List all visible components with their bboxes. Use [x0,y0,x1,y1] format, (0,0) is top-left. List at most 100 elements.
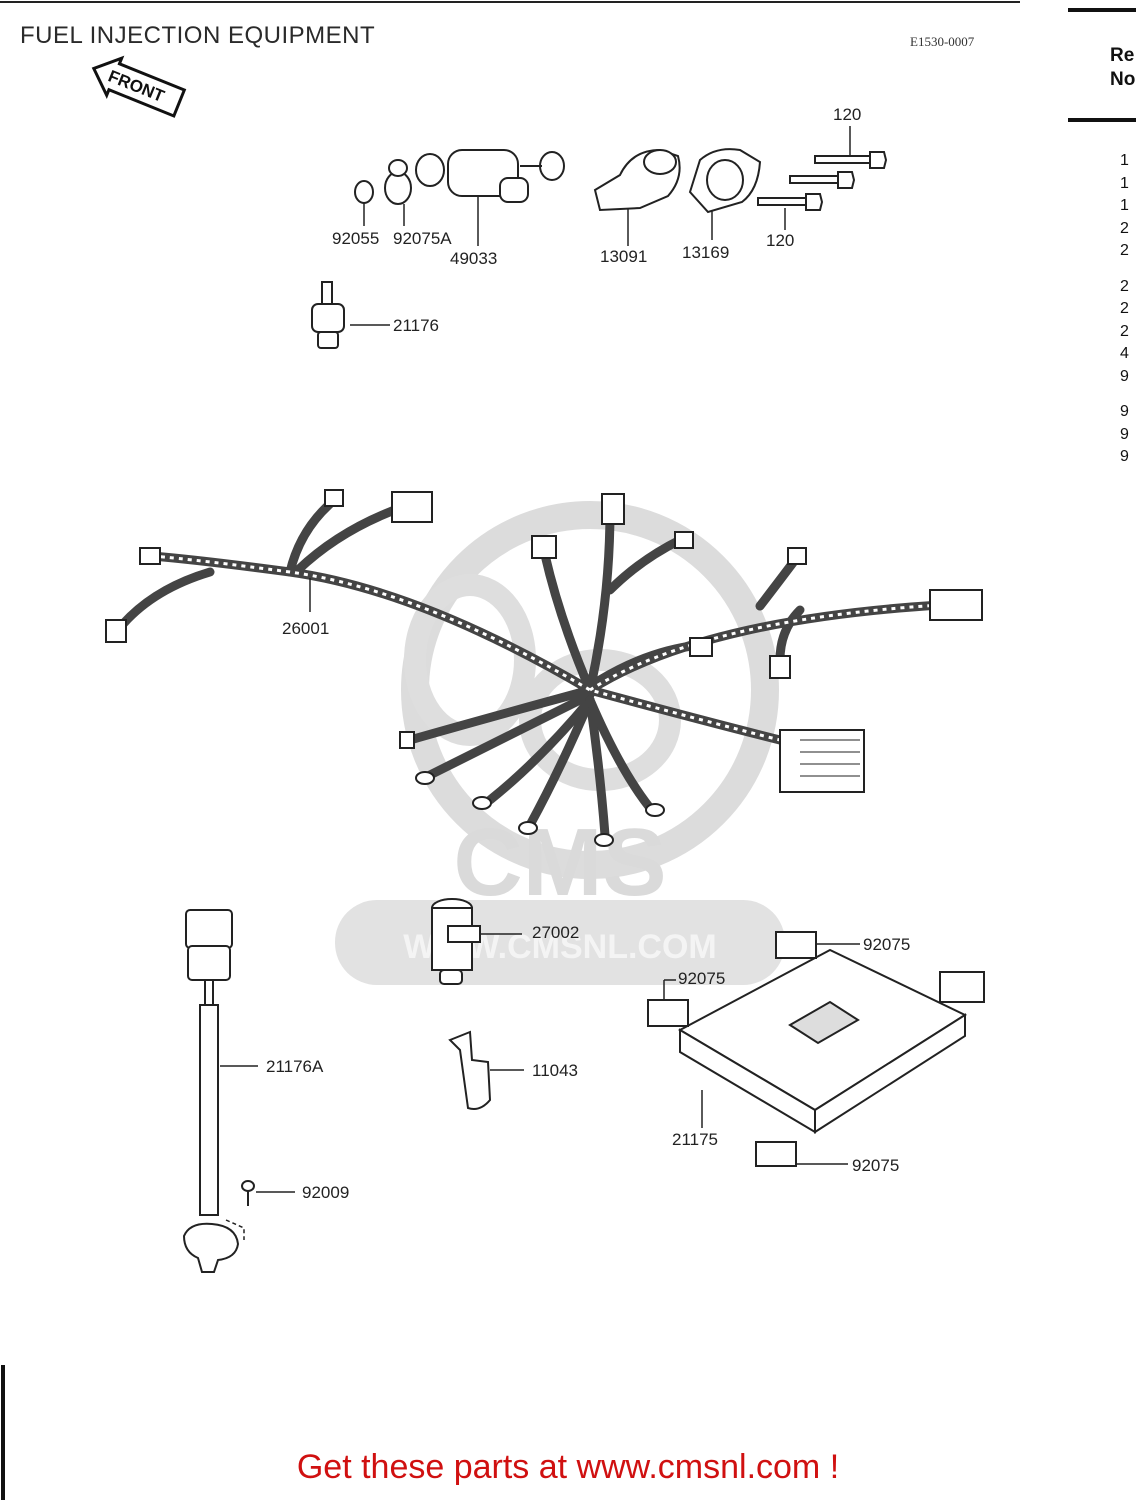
ecu-21175-label-plate [788,1000,860,1045]
label-92075A: 92075A [393,229,452,248]
ref-number: 9 [1120,448,1129,465]
ref-number: 2 [1120,300,1129,317]
harness-braid [151,554,941,742]
ecu-plug-pins [800,739,860,777]
label-92075-left: 92075 [678,969,725,988]
label-120-top: 120 [833,105,861,124]
terminal-low3 [472,796,492,810]
ref-header-line-1: Re [1110,45,1135,66]
body-49033-tip [499,177,529,203]
bolt-120-top-head [869,151,888,169]
harness-branch-low4 [525,695,595,830]
connector-right-up [787,547,807,565]
watermark-figure-head [404,574,536,746]
top-leaders [350,126,851,326]
ref-number: 2 [1120,322,1129,340]
ref-number: 1 [1120,197,1129,214]
footer-promo-link[interactable]: Get these parts at www.cmsnl.com ! [296,1448,840,1486]
ref-header-line-2: No [1110,69,1136,90]
ref-number: 2 [1120,219,1129,237]
connector-up2 [601,493,625,525]
harness-branch-low3 [485,695,595,805]
screw-92009-head [241,1180,255,1192]
front-arrow-shape [91,55,187,118]
connector-mid [689,637,713,657]
harness-branch-left [113,567,215,635]
label-21175: 21175 [672,1130,718,1149]
ref-number-column: 1 1 1 2 2 2 2 2 4 9 9 9 9 [1120,152,1129,471]
connector-up1 [531,535,557,559]
terminal-low6 [645,803,665,817]
connector-b [391,491,433,523]
cover-92075-top [775,931,817,959]
harness-branch-low1 [405,685,595,745]
harness-branch-right-drop [775,605,805,665]
bolt-120-mid [789,175,839,184]
bolt-120-top [814,155,871,164]
connector-a [324,489,344,507]
connector-left-low [105,619,127,643]
label-92055: 92055 [332,229,379,248]
harness-branch-up1 [540,550,595,695]
ref-number: 1 [1120,174,1129,192]
body-49033-ring [415,153,445,187]
ref-number: 2 [1120,242,1129,259]
label-92075-top: 92075 [863,935,910,954]
terminal-low4 [518,821,538,835]
switch-27002-base [439,969,463,985]
cover-92075-bottom [755,1141,797,1167]
sensor-21176-body [311,303,345,333]
throttle-sensor-group [354,148,888,214]
label-26001: 26001 [282,619,329,638]
label-21176A: 21176A [266,1057,324,1076]
housing-13091-bore [643,149,677,175]
ref-column-header: Re No [1110,44,1135,92]
ref-number: 9 [1120,425,1129,443]
harness-branch-a [285,497,337,577]
sensor-21176-base [317,331,339,349]
ref-number: 2 [1120,277,1129,295]
label-92075-bottom: 92075 [852,1156,899,1175]
cover-92075-right [939,971,985,1003]
part-labels: 120 120 92055 92075A 49033 13091 13169 2… [266,105,910,1202]
harness-branch-low6 [585,695,655,813]
label-13091: 13091 [600,247,647,266]
lower-left-leaders [220,1065,295,1240]
ecu-leaders [663,943,860,1165]
connector-right-end [929,589,983,621]
terminal-low5 [594,833,614,847]
sensor-21176A-connector-body [187,945,231,981]
ref-number: 1 [1120,152,1129,169]
harness-branch-right-up [755,555,800,611]
label-120-bottom: 120 [766,231,794,250]
body-49033-cap [539,151,565,181]
ecu-21175 [647,931,985,1167]
harness-branch-b [293,503,405,575]
label-21176: 21176 [393,316,439,335]
watermark-brand: CMS [453,809,666,916]
label-13169: 13169 [682,243,729,262]
switch-27002-tab [447,925,481,943]
drawing-code: E1530-0007 [910,34,975,49]
diagram-title: FUEL INJECTION EQUIPMENT [20,22,376,49]
bracket-11043 [448,1030,524,1110]
terminal-low2 [415,771,435,785]
ecu-21175-side-right [814,1013,966,1134]
sensor-21176-stem [321,281,333,305]
connector-ecu-plug [779,729,865,793]
sensor-21176A [182,909,255,1273]
label-92009: 92009 [302,1183,349,1202]
harness-braid-right [589,603,941,692]
label-27002: 27002 [532,923,579,942]
bolt-120-mid-head [837,171,856,189]
label-49033: 49033 [450,249,497,268]
connector-right-drop [769,655,791,679]
sensor-21176A-flange [182,1222,240,1273]
front-arrow: FRONT [91,55,187,118]
ref-number: 9 [1120,403,1129,420]
connector-up3 [674,531,694,549]
sensor-21176A-tube [199,1004,219,1216]
switch-27002 [431,898,522,985]
